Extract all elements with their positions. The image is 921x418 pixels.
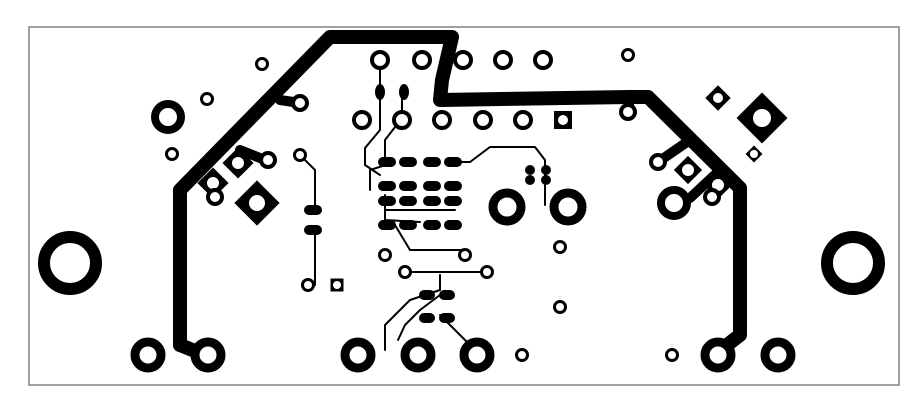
right-square-pad-a [673, 155, 703, 185]
smd-top-0 [375, 84, 385, 100]
connector-bottom-pad-0 [352, 110, 372, 130]
board-outline [28, 26, 900, 386]
left-square-pad-a [222, 147, 254, 179]
smd-right-3 [541, 175, 551, 185]
smd-cluster-2 [423, 157, 441, 167]
via-2 [165, 147, 179, 161]
right-pad-b [649, 153, 667, 171]
right-square-pad-small [705, 85, 731, 111]
smd-bottom-1 [439, 290, 455, 300]
via-0 [255, 57, 269, 71]
connector-bottom-pad-4 [513, 110, 533, 130]
smd-bottom-2 [419, 313, 435, 323]
via-8 [665, 348, 679, 362]
via-1 [200, 92, 214, 106]
via-9 [378, 248, 392, 262]
smd-bottom-3 [439, 313, 455, 323]
mounting-hole-left [38, 231, 102, 295]
connector-top-pad-4 [533, 50, 553, 70]
via-11 [398, 265, 412, 279]
bottom-pad-2 [340, 337, 376, 373]
bottom-pad-4 [459, 337, 495, 373]
connector-top-pad-3 [493, 50, 513, 70]
bottom-pad-0 [130, 337, 166, 373]
bottom-pad-1 [190, 337, 226, 373]
left-pad-b [259, 151, 277, 169]
smd-cluster-12 [378, 220, 396, 230]
via-7 [515, 348, 529, 362]
smd-cluster-0 [378, 157, 396, 167]
bottom-pad-5 [700, 337, 736, 373]
smd-right-0 [525, 165, 535, 175]
square-via-pad [330, 278, 344, 292]
via-3 [621, 48, 635, 62]
via-13 [301, 278, 315, 292]
smd-cluster-3 [444, 157, 462, 167]
trace-main-left [173, 30, 747, 359]
via-12 [480, 265, 494, 279]
connector-bottom-pad-1 [392, 110, 412, 130]
connector-top-pad-1 [412, 50, 432, 70]
connector-top-pad-2 [453, 50, 473, 70]
smd-cluster-14 [423, 220, 441, 230]
left-pad-c [206, 188, 224, 206]
smd-cluster-9 [399, 196, 417, 206]
connector-bottom-pad-2 [432, 110, 452, 130]
connector-top-pad-0 [370, 50, 390, 70]
bottom-pad-3 [400, 337, 436, 373]
right-pad-c [703, 188, 721, 206]
smd-cluster-1 [399, 157, 417, 167]
connector-pin1-square-pad [554, 111, 572, 129]
via-6 [553, 300, 567, 314]
center-pad-left [488, 188, 526, 226]
smd-cluster-6 [423, 181, 441, 191]
smd-cluster-15 [444, 220, 462, 230]
connector-bottom-pad-3 [473, 110, 493, 130]
center-pad-right [549, 188, 587, 226]
smd-cluster-13 [399, 220, 417, 230]
smd-cluster-10 [423, 196, 441, 206]
right-square-pad-large [736, 92, 788, 144]
smd-cluster-11 [444, 196, 462, 206]
right-square-pad-tiny [745, 145, 763, 163]
via-10 [458, 248, 472, 262]
smd-cluster-5 [399, 181, 417, 191]
pads-layer [38, 48, 885, 373]
bottom-pad-6 [760, 337, 796, 373]
left-large-pad-top [151, 100, 185, 134]
mounting-hole-right [821, 231, 885, 295]
right-large-pad [657, 186, 691, 220]
smd-bottom-0 [419, 290, 435, 300]
smd-cluster-8 [378, 196, 396, 206]
smd-right-2 [525, 175, 535, 185]
smd-cluster-4 [378, 181, 396, 191]
smd-left-1 [304, 225, 322, 235]
left-pad-a [291, 94, 309, 112]
right-pad-a [619, 103, 637, 121]
via-5 [553, 240, 567, 254]
via-4 [293, 148, 307, 162]
smd-cluster-7 [444, 181, 462, 191]
smd-top-1 [399, 84, 409, 100]
smd-right-1 [541, 165, 551, 175]
smd-left-0 [304, 205, 322, 215]
